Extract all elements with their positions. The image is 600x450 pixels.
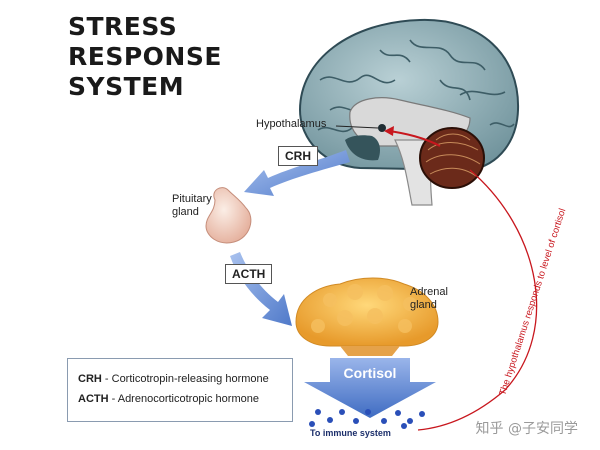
cortisol-label: Cortisol [344, 365, 397, 381]
legend-box: CRH - Corticotropin-releasing hormone AC… [67, 358, 293, 422]
adrenal-label-line-2: gland [410, 299, 437, 311]
cortisol-arrow [304, 358, 436, 418]
hypothalamus-pointer [335, 125, 379, 129]
pituitary-label-line-1: Pituitary [172, 193, 212, 205]
immune-dots [309, 409, 425, 429]
title-line-2: RESPONSE [68, 42, 222, 71]
legend-abbr-crh: CRH [78, 373, 102, 385]
crh-arrow [244, 150, 350, 196]
legend-text-acth: - Adrenocorticotropic hormone [108, 393, 259, 405]
feedback-curve [417, 169, 538, 431]
acth-label: ACTH [225, 264, 273, 284]
pituitary-gland [205, 187, 252, 244]
legend-row-crh: CRH - Corticotropin-releasing hormone [78, 373, 269, 385]
adrenal-label: Adrenal gland [410, 286, 448, 312]
adrenal-label-line-1: Adrenal [410, 286, 448, 298]
title-line-1: STRESS [68, 12, 178, 41]
legend-text-crh: - Corticotropin-releasing hormone [101, 373, 269, 385]
title-line-3: SYSTEM [68, 72, 185, 101]
page-title: STRESS RESPONSE SYSTEM [68, 12, 288, 102]
brain-illustration [298, 18, 520, 206]
hypothalamus-label: Hypothalamus [256, 118, 327, 130]
adrenal-gland [295, 277, 439, 356]
feedback-text: The hypothalamus responds to level of co… [497, 207, 568, 397]
immune-label: To immune system [310, 428, 391, 438]
watermark: 知乎 @子安同学 [475, 421, 578, 437]
pituitary-label: Pituitary gland [172, 193, 212, 219]
temporal-lobe [345, 135, 380, 161]
pituitary-label-line-2: gland [172, 206, 199, 218]
legend-abbr-acth: ACTH [78, 393, 109, 405]
legend-row-acth: ACTH - Adrenocorticotropic hormone [78, 393, 259, 405]
cerebellum [419, 127, 485, 189]
hypothalamus-marker [378, 124, 386, 132]
crh-label: CRH [278, 146, 318, 166]
feedback-arrowhead [384, 126, 394, 136]
